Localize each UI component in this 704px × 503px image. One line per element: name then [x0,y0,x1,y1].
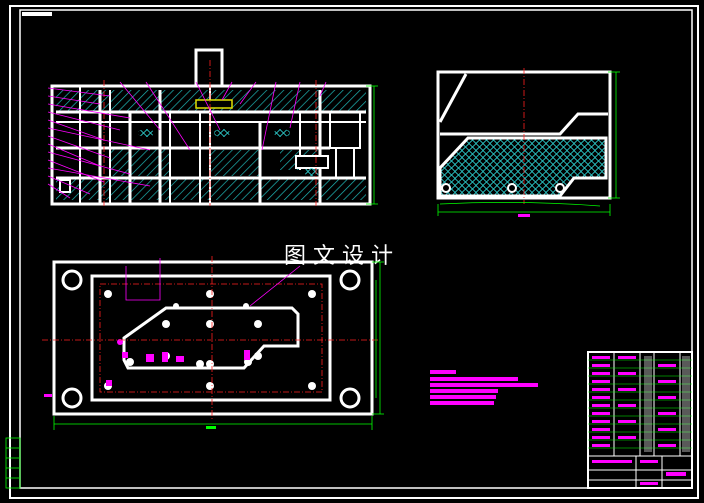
drawing-title: 图文设计 [284,244,401,269]
side-view [436,68,620,217]
revision-block [5,437,21,489]
title-block [587,351,693,489]
plan-view [42,256,384,430]
front-section-view [47,48,378,206]
technical-notes [430,370,538,405]
sheet-border [9,5,699,499]
